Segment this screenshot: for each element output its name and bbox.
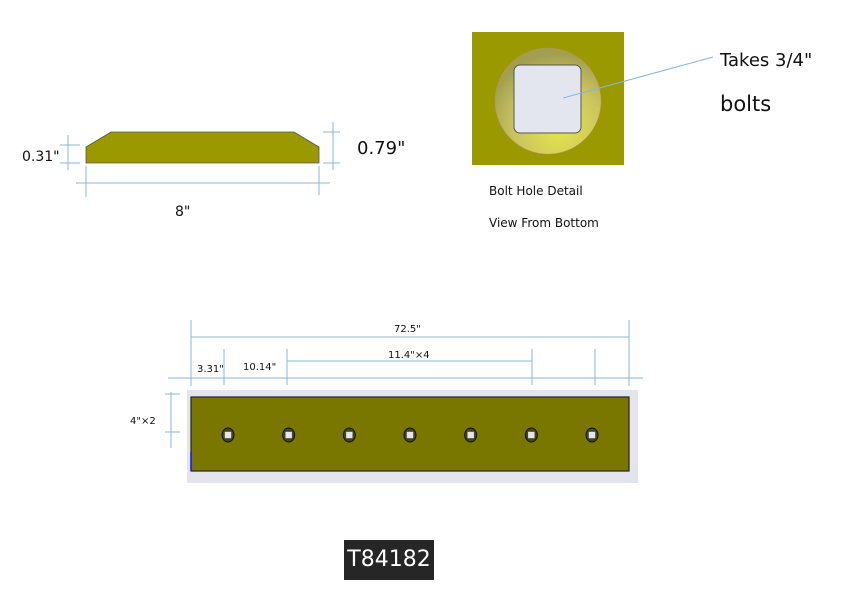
blade-profile bbox=[85, 131, 320, 164]
bolt-hole bbox=[524, 427, 538, 443]
dim-end-offset: 3.31" bbox=[197, 364, 224, 375]
square-hole bbox=[513, 64, 582, 134]
bolt-hole bbox=[221, 427, 235, 443]
part-number-label: T84182 bbox=[344, 540, 434, 580]
dim-width: 8" bbox=[175, 204, 190, 220]
bolt-callout-line1: Takes 3/4" bbox=[719, 50, 812, 71]
bolt-hole bbox=[464, 427, 478, 443]
dim-hole-offset: 4"×2 bbox=[130, 416, 156, 427]
bolt-hole bbox=[403, 427, 417, 443]
dim-repeat-spacing: 11.4"×4 bbox=[388, 350, 430, 361]
bolt-hole-detail: Takes 3/4" bolts Bolt Hole Detail View F… bbox=[472, 32, 812, 230]
dim-total-thickness: 0.79" bbox=[357, 138, 405, 159]
detail-caption-view: View From Bottom bbox=[489, 216, 599, 230]
plan-view: 72.5" 3.31" 10.14" 11.4"×4 4"×2 bbox=[130, 320, 643, 483]
bolt-hole bbox=[585, 427, 599, 443]
side-profile-view: 0.31" 0.79" 8" bbox=[22, 122, 405, 220]
bolt-hole bbox=[342, 427, 356, 443]
bolt-hole bbox=[282, 427, 296, 443]
dim-overall-length: 72.5" bbox=[394, 324, 421, 335]
dim-first-spacing: 10.14" bbox=[243, 362, 276, 373]
dim-edge-thickness: 0.31" bbox=[22, 149, 60, 165]
detail-caption-title: Bolt Hole Detail bbox=[489, 184, 583, 198]
bolt-callout-line2: bolts bbox=[720, 92, 771, 116]
